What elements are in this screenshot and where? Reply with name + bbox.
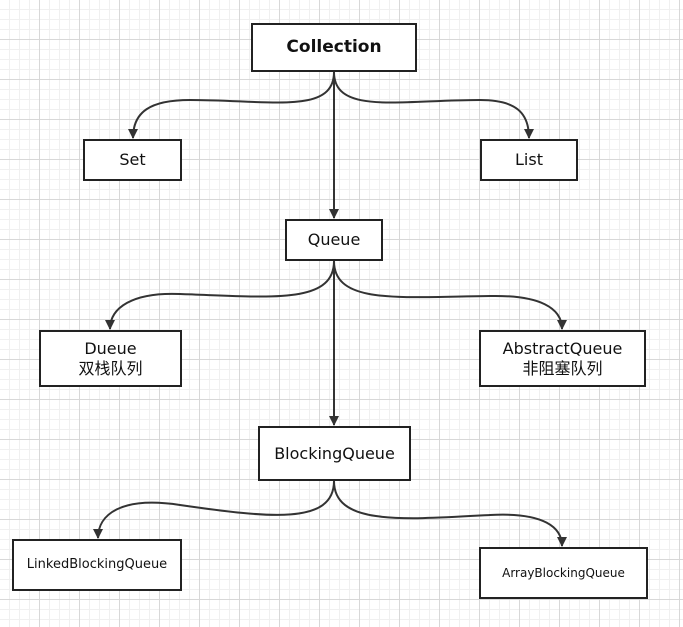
edge-queue-dueue [105, 260, 335, 330]
edge-collection-set [128, 71, 335, 139]
node-linked-blocking-queue-label: LinkedBlockingQueue [26, 556, 168, 572]
node-queue-label: Queue [307, 230, 361, 249]
node-blocking-queue[interactable]: BlockingQueue [258, 426, 411, 481]
node-list[interactable]: List [480, 139, 578, 181]
node-dueue-sublabel: 双栈队列 [78, 358, 143, 378]
node-linked-blocking-queue[interactable]: LinkedBlockingQueue [12, 539, 182, 591]
node-abstract-queue[interactable]: AbstractQueue 非阻塞队列 [479, 330, 646, 387]
node-dueue[interactable]: Dueue 双栈队列 [39, 330, 182, 387]
node-list-label: List [515, 150, 543, 169]
node-set[interactable]: Set [83, 139, 182, 181]
node-set-label: Set [119, 150, 146, 169]
node-collection-label: Collection [286, 36, 382, 57]
node-array-blocking-queue-label: ArrayBlockingQueue [502, 565, 625, 580]
edge-blockingqueue-linked [93, 480, 335, 539]
node-queue[interactable]: Queue [285, 219, 383, 261]
node-abstract-queue-sublabel: 非阻塞队列 [522, 358, 603, 378]
node-blocking-queue-label: BlockingQueue [274, 443, 395, 463]
node-abstract-queue-label: AbstractQueue [502, 338, 623, 358]
node-array-blocking-queue[interactable]: ArrayBlockingQueue [479, 547, 648, 599]
node-dueue-label: Dueue [84, 338, 137, 358]
node-collection[interactable]: Collection [251, 23, 417, 72]
edge-blockingqueue-array [333, 480, 567, 547]
edge-queue-abstractqueue [333, 260, 567, 330]
edge-collection-list [333, 71, 534, 139]
